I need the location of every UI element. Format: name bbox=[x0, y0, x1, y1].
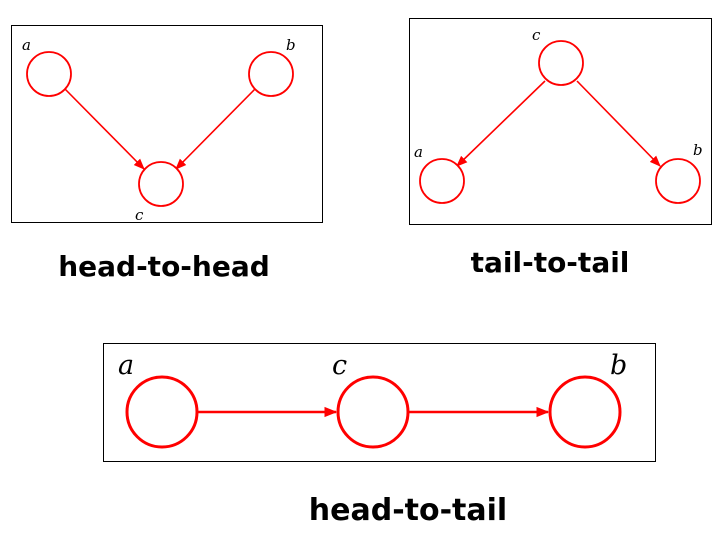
edge-c-to-b bbox=[576, 80, 661, 167]
node-a bbox=[26, 51, 72, 97]
edge-a-to-c bbox=[64, 88, 145, 170]
head-to-tail-graph: a c b bbox=[118, 350, 627, 449]
label-a: a bbox=[118, 350, 134, 381]
tail-to-tail-caption: tail-to-tail bbox=[470, 246, 630, 279]
head-to-tail-panel: a c b bbox=[103, 343, 656, 462]
node-b bbox=[655, 158, 701, 204]
head-to-head-panel: a b c bbox=[11, 25, 323, 224]
node-b bbox=[248, 51, 294, 97]
edge-c-to-a bbox=[456, 80, 546, 167]
tail-to-tail-panel: c a b bbox=[409, 18, 712, 225]
label-c: c bbox=[135, 206, 144, 224]
node-a bbox=[125, 375, 199, 449]
head-to-tail-caption: head-to-tail bbox=[308, 493, 508, 528]
head-to-head-caption: head-to-head bbox=[58, 250, 270, 283]
node-c bbox=[138, 161, 184, 207]
label-a: a bbox=[414, 143, 423, 161]
label-a: a bbox=[22, 36, 31, 54]
label-b: b bbox=[610, 350, 627, 381]
label-c: c bbox=[532, 26, 541, 44]
tail-to-tail-graph: c a b bbox=[414, 26, 703, 204]
node-c bbox=[538, 40, 584, 86]
label-c: c bbox=[332, 350, 347, 381]
head-to-head-graph: a b c bbox=[22, 36, 296, 224]
label-b: b bbox=[286, 36, 296, 54]
node-c bbox=[336, 375, 410, 449]
label-b: b bbox=[693, 141, 703, 159]
node-b bbox=[548, 375, 622, 449]
node-a bbox=[419, 158, 465, 204]
edge-b-to-c bbox=[175, 88, 256, 170]
